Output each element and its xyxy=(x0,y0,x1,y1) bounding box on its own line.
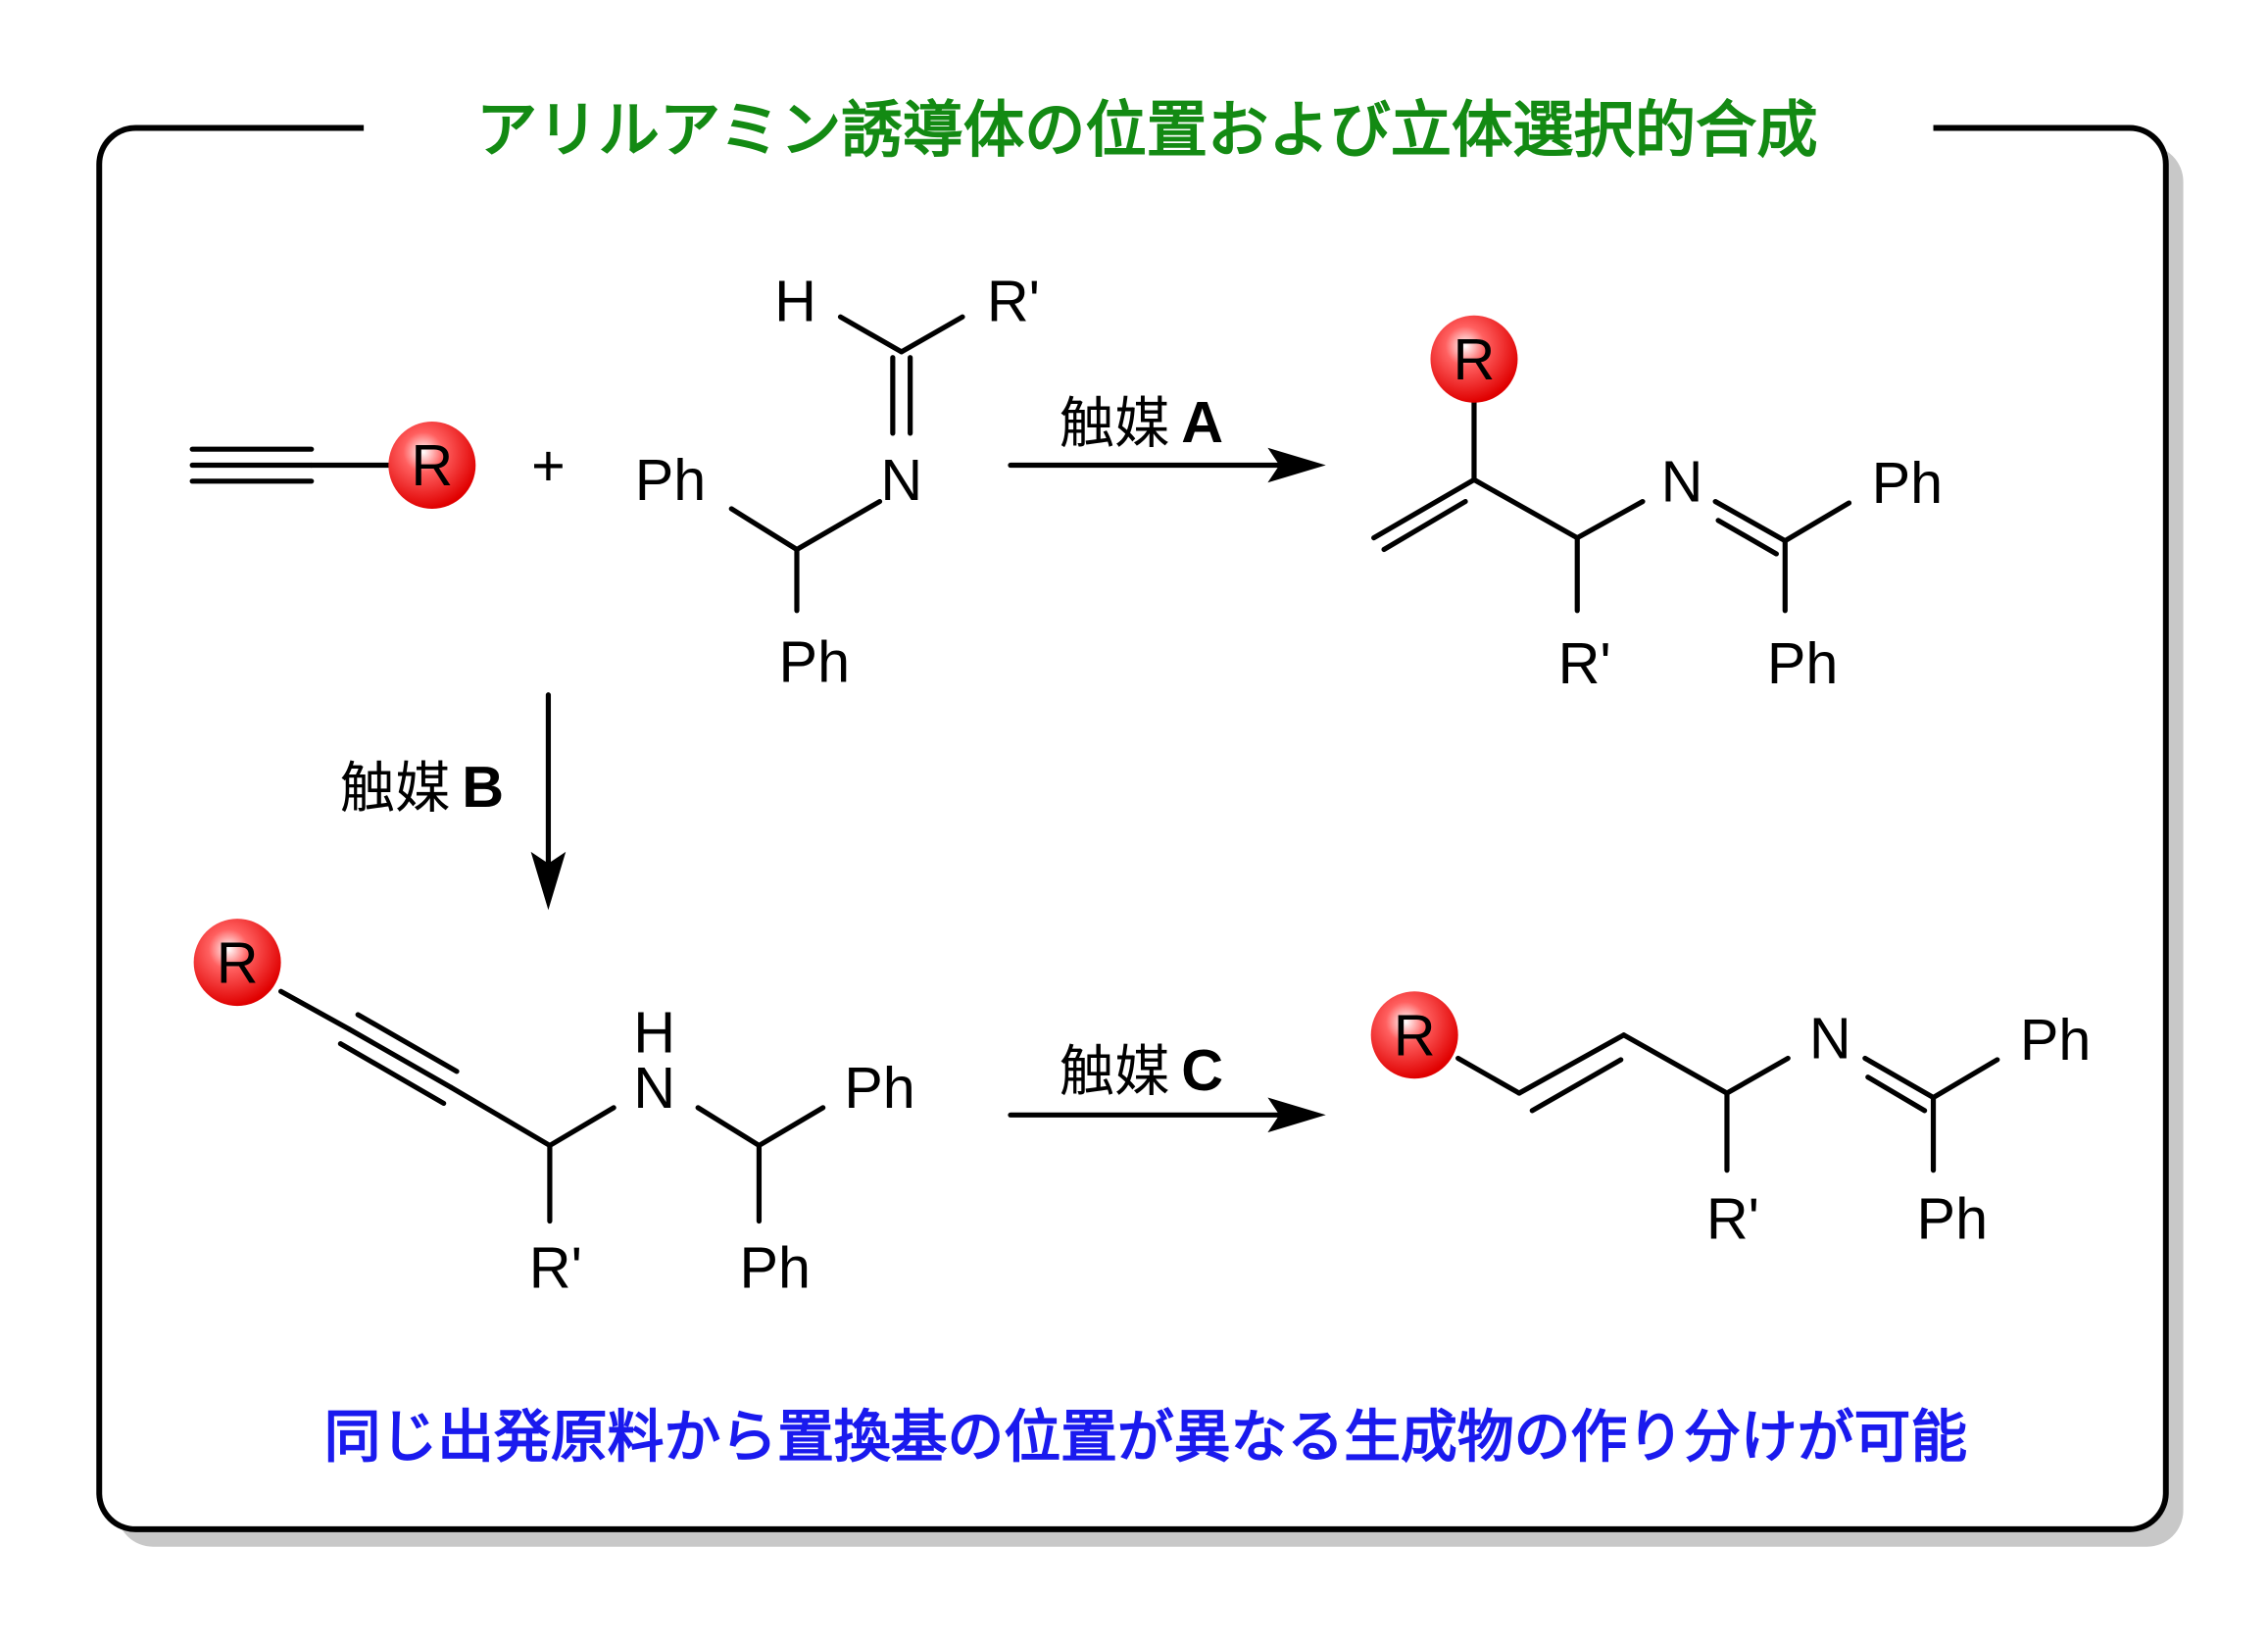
substituent-circle xyxy=(193,919,281,1007)
title: アリルアミン誘導体の位置および立体選択的合成 xyxy=(476,94,1818,166)
atom-r-prime: R' xyxy=(529,1235,582,1301)
atom-h: H xyxy=(774,269,816,334)
frame xyxy=(96,125,2169,1532)
atom-n: N xyxy=(1809,1005,1851,1071)
alkyne-reactant: R xyxy=(189,422,476,509)
atom-ph: Ph xyxy=(2020,1007,2092,1073)
substituent-label: R xyxy=(217,929,259,995)
imine-reactant: H R' N Ph Ph xyxy=(635,269,1040,695)
atom-h: H xyxy=(633,1000,675,1066)
atom-ph: Ph xyxy=(1767,630,1839,696)
atom-ph: Ph xyxy=(844,1055,915,1121)
atom-r-prime: R' xyxy=(987,269,1040,334)
atom-ph: Ph xyxy=(1872,450,1944,516)
product-c: R N Ph Ph R' xyxy=(1370,991,2092,1251)
substituent-label: R xyxy=(1454,326,1496,392)
product-a: R N Ph Ph R' xyxy=(1371,315,1944,696)
title-background xyxy=(364,86,1934,175)
atom-ph: Ph xyxy=(635,447,707,513)
substituent-circle xyxy=(1430,315,1518,403)
atom-r-prime: R' xyxy=(1706,1185,1759,1251)
plus-sign: + xyxy=(531,432,566,498)
substituent-label: R xyxy=(1394,1003,1436,1069)
atom-ph: Ph xyxy=(1917,1185,1989,1251)
substituent-circle xyxy=(388,422,476,509)
atom-ph: Ph xyxy=(739,1235,811,1301)
atom-n: N xyxy=(1661,449,1703,515)
footer-note: 同じ出発原料から置換基の位置が異なる生成物の作り分けが可能 xyxy=(324,1404,1968,1471)
product-b: R H N Ph Ph R' xyxy=(193,919,915,1301)
substituent-circle xyxy=(1370,991,1458,1079)
atom-n: N xyxy=(633,1055,675,1121)
substituent-label: R xyxy=(411,432,453,498)
atom-r-prime: R' xyxy=(1558,630,1611,696)
atom-n: N xyxy=(880,447,922,513)
atom-ph: Ph xyxy=(779,628,851,694)
